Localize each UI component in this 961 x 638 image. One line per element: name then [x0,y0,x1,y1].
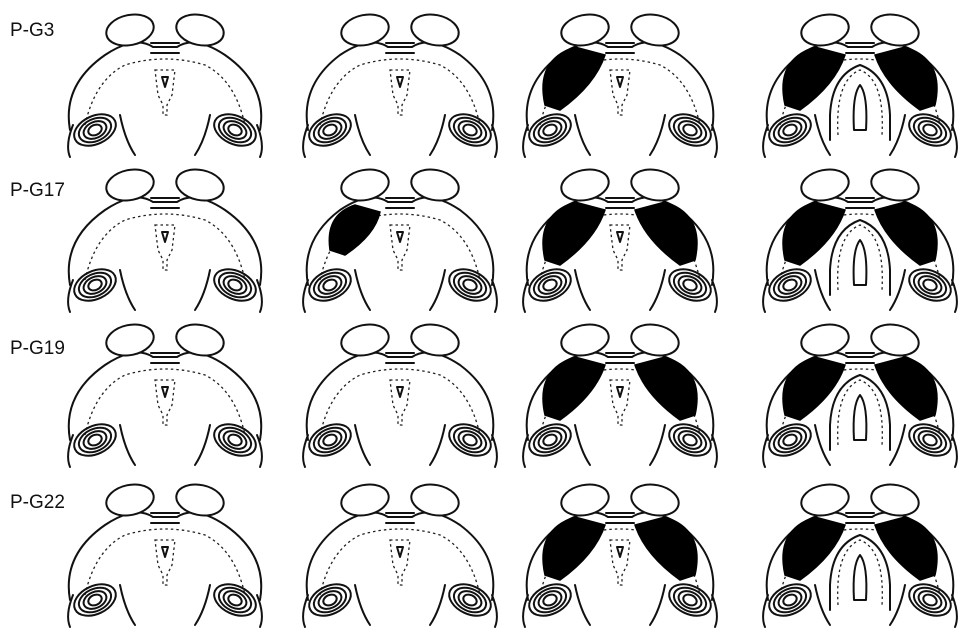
section-r1-c2 [523,165,717,312]
section-r1-c0 [68,165,262,312]
section-r3-c3 [763,480,957,627]
section-r0-c1 [303,10,497,157]
section-r0-c2 [523,10,717,157]
section-r1-c3 [763,165,957,312]
section-r3-c0 [68,480,262,627]
section-r1-c1 [303,165,497,312]
section-r0-c0 [68,10,262,157]
section-r3-c1 [303,480,497,627]
section-r0-c3 [763,10,957,157]
section-r2-c1 [303,320,497,467]
section-r3-c2 [523,480,717,627]
section-r2-c0 [68,320,262,467]
section-r2-c3 [763,320,957,467]
section-r2-c2 [523,320,717,467]
